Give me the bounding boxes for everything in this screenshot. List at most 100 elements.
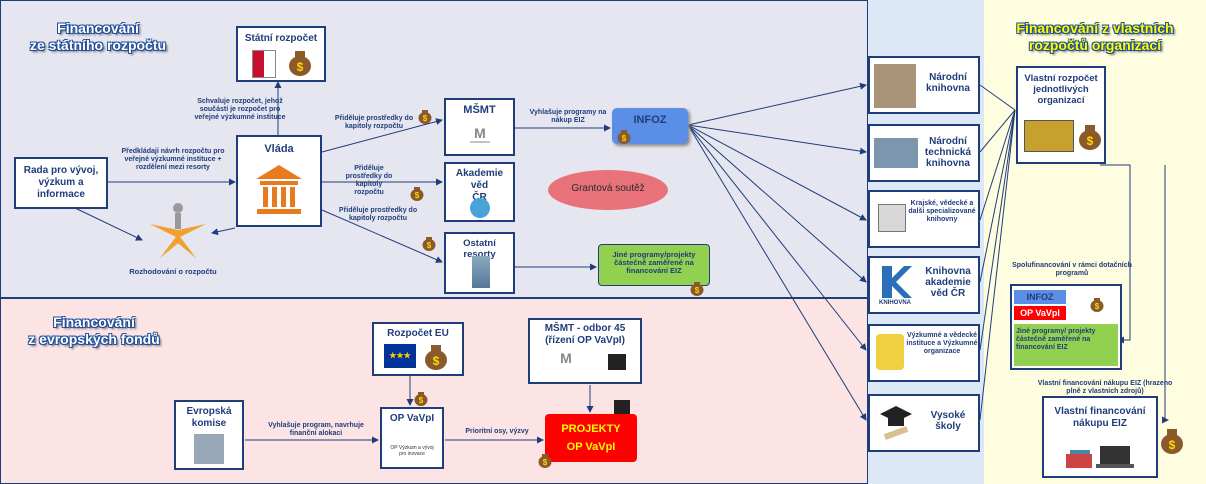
msmt45-line1: MŠMT - odbor 45 [544,323,626,334]
spolufinancovani-label: Spolufinancování v rámci dotačních progr… [1012,262,1132,277]
rada-line2: výzkum a [38,177,84,188]
svg-text:$: $ [419,396,424,405]
msmt45-box: MŠMT - odbor 45 (řízení OP VaVpI) M [528,318,642,384]
classical-building-icon [878,204,906,232]
prioritni-label: Prioritní osy, výzvy [465,428,529,435]
institution-label: Knihovna akademie věd ČR [925,266,971,299]
rozpocet-eu-label: Rozpočet EU [387,328,449,339]
money-bag-icon: $ [288,48,312,76]
clapperboard-icon [614,400,630,414]
statni-rozpocet-label: Státní rozpočet [244,33,318,44]
msmt-box: MŠMT M [444,98,515,156]
tech-library-icon [874,138,918,168]
jine-small-label: Jiné programy/ projekty částečně zaměřen… [1016,328,1096,351]
laptop-books-icon [1066,442,1136,470]
ostatni-box: Ostatní resorty [444,232,515,294]
rozpocet-eu-box: Rozpočet EU ★★★ $ [372,322,464,376]
predkladaji-label: Předkládají návrh rozpočtu pro veřejné v… [121,148,225,171]
eu-section-title: Financování z evropských fondů [14,314,174,348]
vlastni-line3: organizací [1037,95,1085,106]
vlastni-fin-box: Vlastní financování nákupu EIZ [1042,396,1158,478]
svg-text:$: $ [433,354,440,368]
state-title-line1: Financování [57,20,139,36]
svg-text:$: $ [427,241,432,250]
eu-flag-icon: ★★★ [384,344,416,368]
prideluje3-label: Přiděluje prostředky do kapitoly rozpočt… [338,207,418,222]
evropska-line1: Evropská [186,406,232,417]
opvavpi-sub-label: OP Výzkum a vývoj pro inovace [390,445,434,457]
opvavpi-small: OP VaVpI [1014,306,1066,320]
money-bag-icon: $ [410,185,424,201]
state-title-line2: ze státního rozpočtu [29,37,167,53]
vlastni-line2: jednotlivých [1033,84,1089,95]
vlada-label: Vláda [264,143,294,155]
institution-vyzkumne: Výzkumné a vědecké instituce a Výzkumné … [868,324,980,382]
av-logo-icon [470,198,490,218]
akademie-line1: Akademie věd [455,168,504,191]
svg-text:$: $ [1095,302,1100,311]
money-bag-icon: $ [1160,426,1184,454]
money-bag-icon: $ [418,108,432,124]
jine-programy-label: Jiné programy/projekty částečně zaměřené… [612,250,696,275]
office-building-icon [472,256,490,288]
government-building-icon [254,163,304,215]
svg-text:M: M [474,125,486,141]
svg-text:$: $ [415,191,420,200]
evropska-komise-box: Evropská komise [174,400,244,470]
statni-rozpocet-box: Státní rozpočet $ [236,26,326,82]
infoz-label: INFOZ [633,114,667,126]
institution-krajske: Krajské, vědecké a další specializované … [868,190,980,248]
institution-narodni-knihovna: Národní knihovna [868,56,980,114]
akademie-line2: ČR [446,192,513,204]
institution-vysoke-skoly: Vysoké školy [868,394,980,452]
czech-emblem-icon [252,50,276,78]
state-section-title: Financování ze státního rozpočtu [18,20,178,54]
money-bag-icon: $ [414,390,428,406]
msmt-logo-icon: M [468,122,492,148]
eu-title-line1: Financování [53,314,135,330]
svg-text:$: $ [543,458,548,467]
akademie-box: Akademie věd ČR [444,162,515,222]
money-bag-icon: $ [1090,296,1104,312]
lab-flask-icon [876,334,904,370]
vlastni-rozpocet-box: Vlastní rozpočet jednotlivých organizací… [1016,66,1106,164]
ec-building-icon [194,434,224,464]
opvavpi-box: OP VaVpI OP Výzkum a vývoj pro inovace [380,407,444,469]
svg-text:$: $ [622,134,627,143]
svg-text:$: $ [423,114,428,123]
svg-text:$: $ [1169,438,1176,452]
institution-label: Výzkumné a vědecké instituce a Výzkumné … [906,332,978,355]
msmt-label: MŠMT [463,104,496,116]
institution-label: Krajské, vědecké a další specializované … [908,200,976,223]
vlada-box: Vláda [236,135,322,227]
institution-label: Národní technická knihovna [924,136,972,169]
institution-label: Národní knihovna [926,72,970,94]
jine-small: Jiné programy/ projekty částečně zaměřen… [1014,324,1118,366]
rozhodovani-label: Rozhodování o rozpočtu [129,267,217,276]
knav-logo-icon: KNIHOVNA [876,264,914,308]
vyhlasuje-program-label: Vyhlašuje program, navrhuje finanční alo… [268,422,364,437]
infoz-small: INFOZ [1014,290,1066,304]
projekty-line1: PROJEKTY [561,423,621,435]
projekty-box: PROJEKTY OP VaVpI [545,414,637,462]
grantova-label: Grantová soutěž [571,183,645,194]
msmt-logo-icon: M [560,350,572,366]
opvavpi-label: OP VaVpI [389,413,435,424]
svg-text:$: $ [1087,134,1094,148]
office-building-icon [1024,120,1074,152]
rada-line3: informace [37,189,85,200]
knav-logo-text: KNIHOVNA [878,300,911,306]
svg-text:$: $ [695,286,700,295]
eu-title-line2: z evropských fondů [28,331,160,347]
prideluje1-label: Přiděluje prostředky do kapitoly rozpočt… [334,115,414,130]
institution-label: Vysoké školy [930,410,966,432]
schvaluje-label: Schvaluje rozpočet, jehož součástí je ro… [194,98,286,121]
money-bag-icon: $ [1078,122,1102,150]
msmt45-line2: (řízení OP VaVpI) [545,335,625,346]
vlastni-fin-label: Vlastní financování nákupu EIZ (hrazeno … [1037,380,1173,395]
money-bag-icon: $ [690,280,704,296]
grantova-ellipse: Grantová soutěž [548,170,668,210]
own-title-line1: Financování z vlastních [1016,20,1174,36]
